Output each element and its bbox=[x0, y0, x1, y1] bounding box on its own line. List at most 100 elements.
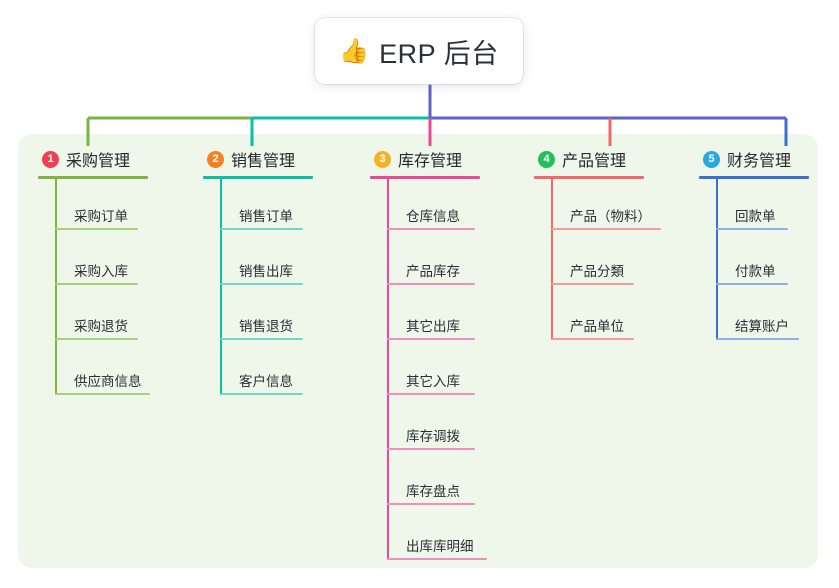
list-item[interactable]: 产品（物料） bbox=[551, 179, 661, 234]
column-badge-finance: 5 bbox=[703, 150, 720, 168]
list-item[interactable]: 付款单 bbox=[716, 234, 809, 289]
list-item-rule bbox=[387, 228, 475, 230]
column-header-sales[interactable]: 2 销售管理 bbox=[203, 146, 313, 172]
list-item-rule bbox=[387, 558, 487, 560]
list-item-label: 出库库明细 bbox=[406, 539, 474, 554]
list-item[interactable]: 仓库信息 bbox=[387, 179, 480, 234]
column-inventory: 3 库存管理仓库信息产品库存其它出库其它入库库存调拨库存盘点出库库明细 bbox=[370, 146, 487, 564]
column-title-finance: 财务管理 bbox=[727, 153, 792, 170]
list-item-rule bbox=[551, 338, 634, 340]
list-item-rule bbox=[387, 338, 475, 340]
column-title-product: 产品管理 bbox=[562, 153, 627, 170]
list-item-label: 产品（物料） bbox=[570, 209, 651, 224]
list-item-label: 供应商信息 bbox=[74, 374, 142, 389]
column-purchase: 1 采购管理采购订单采购入库采购退货供应商信息 bbox=[38, 146, 150, 399]
list-item-rule bbox=[220, 338, 303, 340]
column-header-purchase[interactable]: 1 采购管理 bbox=[38, 146, 148, 172]
list-item-rule bbox=[220, 228, 303, 230]
column-header-rule-product bbox=[534, 176, 644, 179]
column-badge-inventory: 3 bbox=[374, 150, 391, 168]
list-item-label: 产品单位 bbox=[570, 319, 624, 334]
list-item[interactable]: 产品分類 bbox=[551, 234, 644, 289]
list-item-label: 库存盘点 bbox=[406, 484, 460, 499]
list-item[interactable]: 供应商信息 bbox=[55, 344, 150, 399]
list-item-label: 产品分類 bbox=[570, 264, 624, 279]
list-item-rule bbox=[716, 338, 799, 340]
list-item[interactable]: 出库库明细 bbox=[387, 509, 487, 564]
list-item-rule bbox=[55, 338, 138, 340]
column-spine-product bbox=[551, 179, 553, 340]
list-item[interactable]: 销售出库 bbox=[220, 234, 313, 289]
list-item-label: 回款单 bbox=[735, 209, 776, 224]
list-item[interactable]: 其它入库 bbox=[387, 344, 480, 399]
column-title-purchase: 采购管理 bbox=[66, 153, 131, 170]
list-item-label: 销售出库 bbox=[239, 264, 293, 279]
list-item-rule bbox=[55, 283, 138, 285]
root-node[interactable]: 👍 ERP 后台 bbox=[315, 18, 523, 84]
list-item[interactable]: 客户信息 bbox=[220, 344, 313, 399]
list-item-label: 采购退货 bbox=[74, 319, 128, 334]
list-item-rule bbox=[716, 283, 788, 285]
column-items-product: 产品（物料） 产品分類产品单位 bbox=[534, 179, 661, 344]
list-item-label: 其它出库 bbox=[406, 319, 460, 334]
column-header-inventory[interactable]: 3 库存管理 bbox=[370, 146, 480, 172]
list-item-rule bbox=[551, 283, 634, 285]
list-item[interactable]: 产品库存 bbox=[387, 234, 480, 289]
list-item[interactable]: 采购入库 bbox=[55, 234, 148, 289]
list-item-rule bbox=[55, 393, 150, 395]
list-item-rule bbox=[55, 228, 138, 230]
list-item[interactable]: 销售退货 bbox=[220, 289, 313, 344]
list-item[interactable]: 其它出库 bbox=[387, 289, 480, 344]
list-item[interactable]: 回款单 bbox=[716, 179, 809, 234]
column-badge-purchase: 1 bbox=[42, 150, 59, 168]
column-sales: 2 销售管理销售订单销售出库销售退货客户信息 bbox=[203, 146, 313, 399]
column-spine-inventory bbox=[387, 179, 389, 560]
list-item-label: 付款单 bbox=[735, 264, 776, 279]
column-title-sales: 销售管理 bbox=[231, 153, 296, 170]
list-item[interactable]: 销售订单 bbox=[220, 179, 313, 234]
column-header-finance[interactable]: 5 财务管理 bbox=[699, 146, 809, 172]
column-product: 4 产品管理产品（物料） 产品分類产品单位 bbox=[534, 146, 661, 344]
list-item-rule bbox=[387, 503, 475, 505]
column-header-product[interactable]: 4 产品管理 bbox=[534, 146, 644, 172]
list-item[interactable]: 库存盘点 bbox=[387, 454, 480, 509]
list-item-label: 产品库存 bbox=[406, 264, 460, 279]
column-title-inventory: 库存管理 bbox=[398, 153, 463, 170]
column-spine-sales bbox=[220, 179, 222, 395]
thumbs-up-icon: 👍 bbox=[339, 38, 370, 65]
list-item-rule bbox=[551, 228, 661, 230]
list-item-rule bbox=[387, 393, 475, 395]
list-item-label: 客户信息 bbox=[239, 374, 293, 389]
list-item-label: 采购入库 bbox=[74, 264, 128, 279]
list-item-label: 其它入库 bbox=[406, 374, 460, 389]
column-items-finance: 回款单付款单结算账户 bbox=[699, 179, 809, 344]
list-item-label: 库存调拨 bbox=[406, 429, 460, 444]
list-item[interactable]: 结算账户 bbox=[716, 289, 809, 344]
list-item-rule bbox=[220, 283, 303, 285]
list-item[interactable]: 采购订单 bbox=[55, 179, 148, 234]
list-item-rule bbox=[716, 228, 788, 230]
list-item-rule bbox=[387, 283, 475, 285]
list-item[interactable]: 产品单位 bbox=[551, 289, 644, 344]
list-item-label: 销售退货 bbox=[239, 319, 293, 334]
column-header-rule-purchase bbox=[38, 176, 148, 179]
list-item-rule bbox=[387, 448, 475, 450]
list-item-label: 仓库信息 bbox=[406, 209, 460, 224]
column-header-rule-inventory bbox=[370, 176, 480, 179]
column-header-rule-finance bbox=[699, 176, 809, 179]
column-header-rule-sales bbox=[203, 176, 313, 179]
column-items-inventory: 仓库信息产品库存其它出库其它入库库存调拨库存盘点出库库明细 bbox=[370, 179, 487, 564]
column-items-sales: 销售订单销售出库销售退货客户信息 bbox=[203, 179, 313, 399]
column-badge-product: 4 bbox=[538, 150, 555, 168]
column-finance: 5 财务管理回款单付款单结算账户 bbox=[699, 146, 809, 344]
column-items-purchase: 采购订单采购入库采购退货供应商信息 bbox=[38, 179, 150, 399]
column-badge-sales: 2 bbox=[207, 150, 224, 168]
content-panel bbox=[18, 134, 818, 568]
list-item[interactable]: 采购退货 bbox=[55, 289, 148, 344]
root-title: ERP 后台 bbox=[379, 38, 499, 69]
list-item-label: 销售订单 bbox=[239, 209, 293, 224]
list-item[interactable]: 库存调拨 bbox=[387, 399, 480, 454]
column-spine-purchase bbox=[55, 179, 57, 395]
list-item-rule bbox=[220, 393, 303, 395]
